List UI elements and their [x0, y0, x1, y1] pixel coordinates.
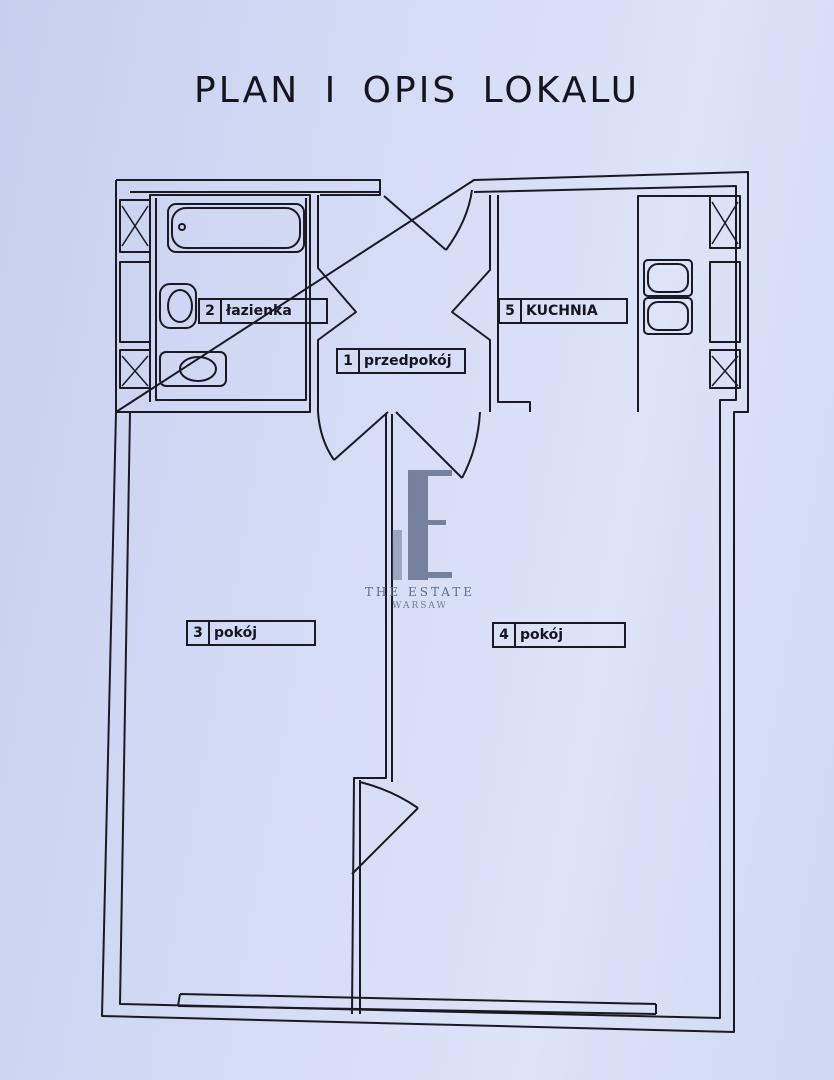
- room-label-4: 4 pokój: [492, 622, 626, 648]
- window: [177, 993, 657, 1015]
- bathroom-sink: [159, 283, 197, 329]
- room-number: 4: [494, 624, 516, 646]
- watermark-name: THE ESTATE: [364, 585, 476, 599]
- entrance-door-swing: [383, 189, 473, 251]
- door-room4-swing: [395, 411, 481, 479]
- room-number: 3: [188, 622, 210, 644]
- watermark-logo: [392, 470, 452, 580]
- room-name: pokój: [214, 625, 257, 641]
- page-title: PLAN I OPIS LOKALU: [194, 70, 640, 111]
- kitchen-sink: [643, 259, 693, 297]
- room-label-2: 2 łazienka: [198, 298, 328, 324]
- outer-wall-inner-line: [119, 185, 737, 1019]
- partition-wall: [351, 414, 393, 1015]
- room-name: łazienka: [226, 303, 292, 319]
- outer-wall: [101, 171, 749, 1033]
- room-name: przedpokój: [364, 353, 452, 369]
- inner-door-swing: [351, 781, 419, 875]
- watermark-city: WARSAW: [392, 601, 448, 611]
- toilet: [159, 351, 227, 387]
- room-number: 2: [200, 300, 222, 322]
- hall-wall-left: [317, 195, 357, 412]
- door-room3-swing: [317, 411, 389, 461]
- room-number: 5: [500, 300, 522, 322]
- hall-wall-right: [451, 195, 491, 412]
- vent-shaft: [119, 199, 151, 253]
- room-number: 1: [338, 350, 360, 372]
- room-label-5: 5 KUCHNIA: [498, 298, 628, 324]
- room-label-3: 3 pokój: [186, 620, 316, 646]
- room-name: pokój: [520, 627, 563, 643]
- bathtub: [167, 203, 305, 253]
- bathroom-wall: [115, 180, 311, 413]
- room-label-1: 1 przedpokój: [336, 348, 466, 374]
- room-name: KUCHNIA: [526, 303, 598, 319]
